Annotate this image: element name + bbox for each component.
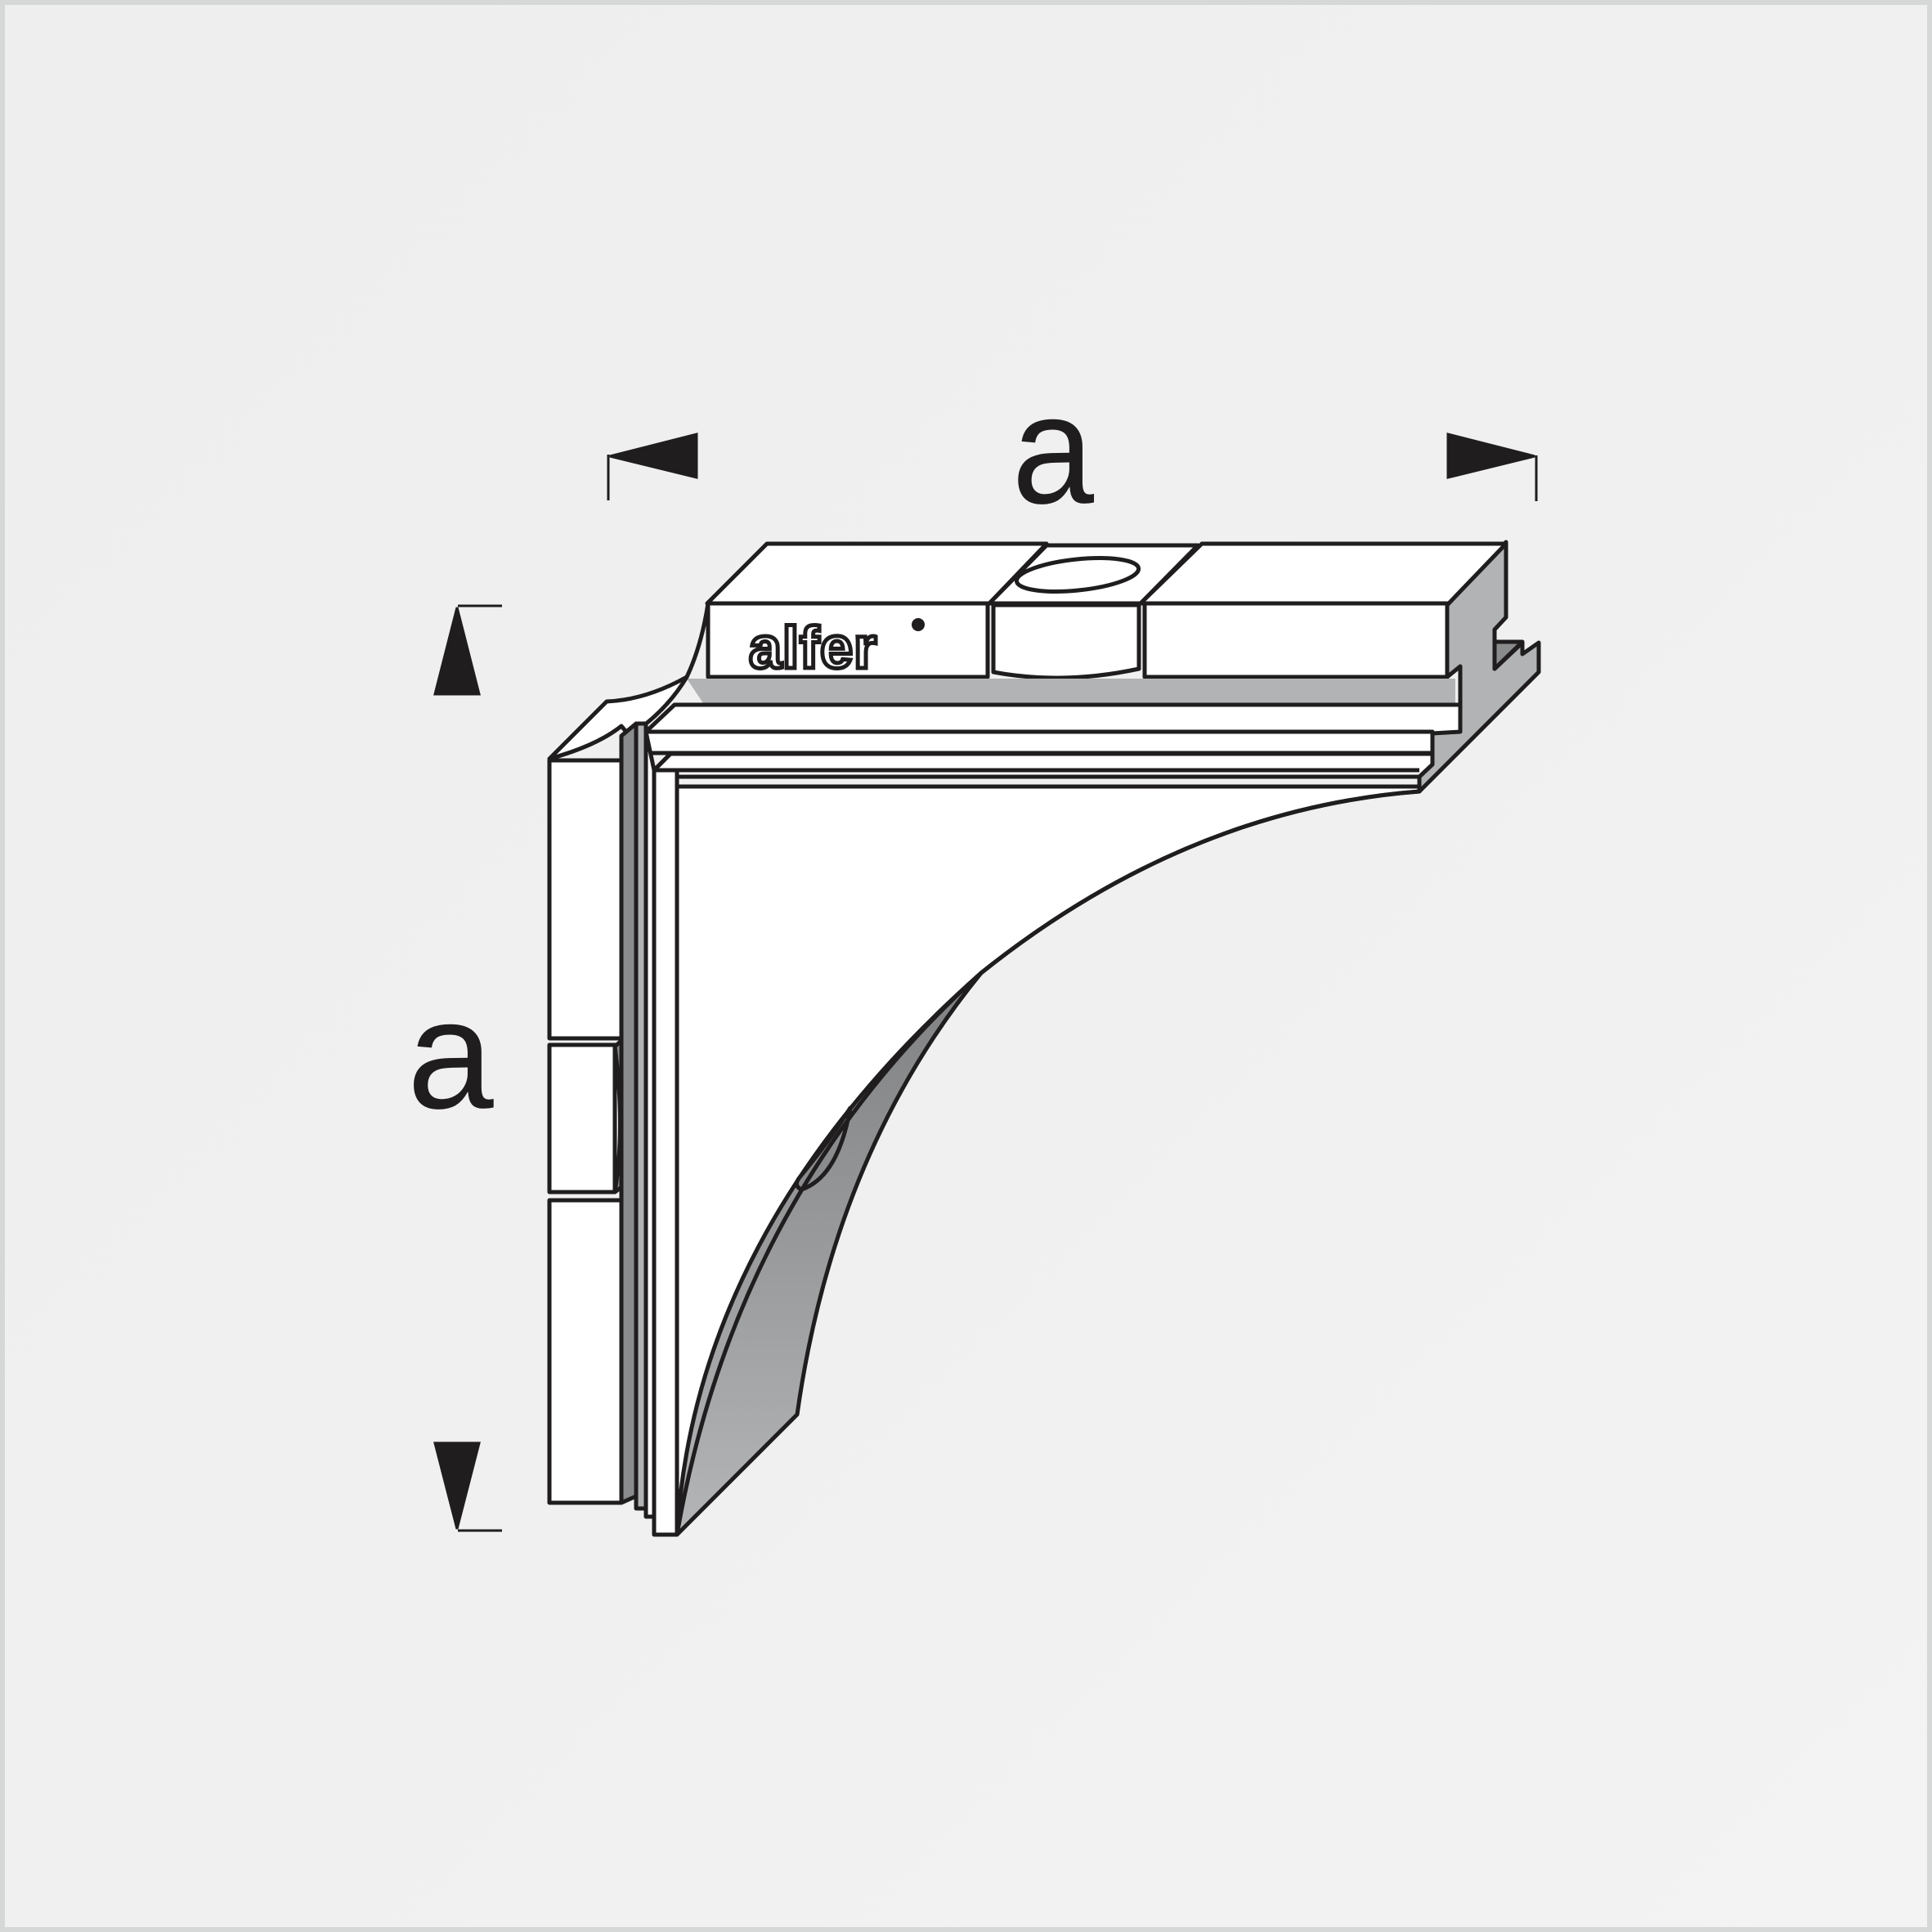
dim-h-arrow-right — [1446, 433, 1535, 479]
dim-v-arrow-top — [433, 607, 481, 696]
left-block-lower — [547, 1198, 624, 1505]
dim-h-arrow-left — [609, 433, 698, 479]
brand-logo: alfer — [746, 614, 878, 684]
gusset-hole — [795, 1105, 853, 1192]
top-face-right — [1138, 541, 1508, 607]
front-face-mid — [991, 603, 1141, 680]
left-block-upper — [547, 758, 624, 1041]
front-face-right — [1142, 601, 1450, 679]
dim-v-arrow-bottom — [433, 1441, 481, 1530]
left-corner-top — [547, 675, 689, 761]
hole-icon — [1014, 556, 1141, 594]
end-notch — [1492, 639, 1525, 671]
ledge-1-front — [643, 729, 1435, 755]
front-face-left — [706, 601, 990, 679]
left-block-middle — [547, 1042, 617, 1195]
dimension-label-vertical: a — [407, 968, 494, 1141]
dimension-label-horizontal: a — [1011, 363, 1095, 536]
ledge-2 — [652, 751, 1435, 779]
ledge-1 — [643, 702, 1463, 736]
left-side-strip — [619, 721, 639, 1505]
